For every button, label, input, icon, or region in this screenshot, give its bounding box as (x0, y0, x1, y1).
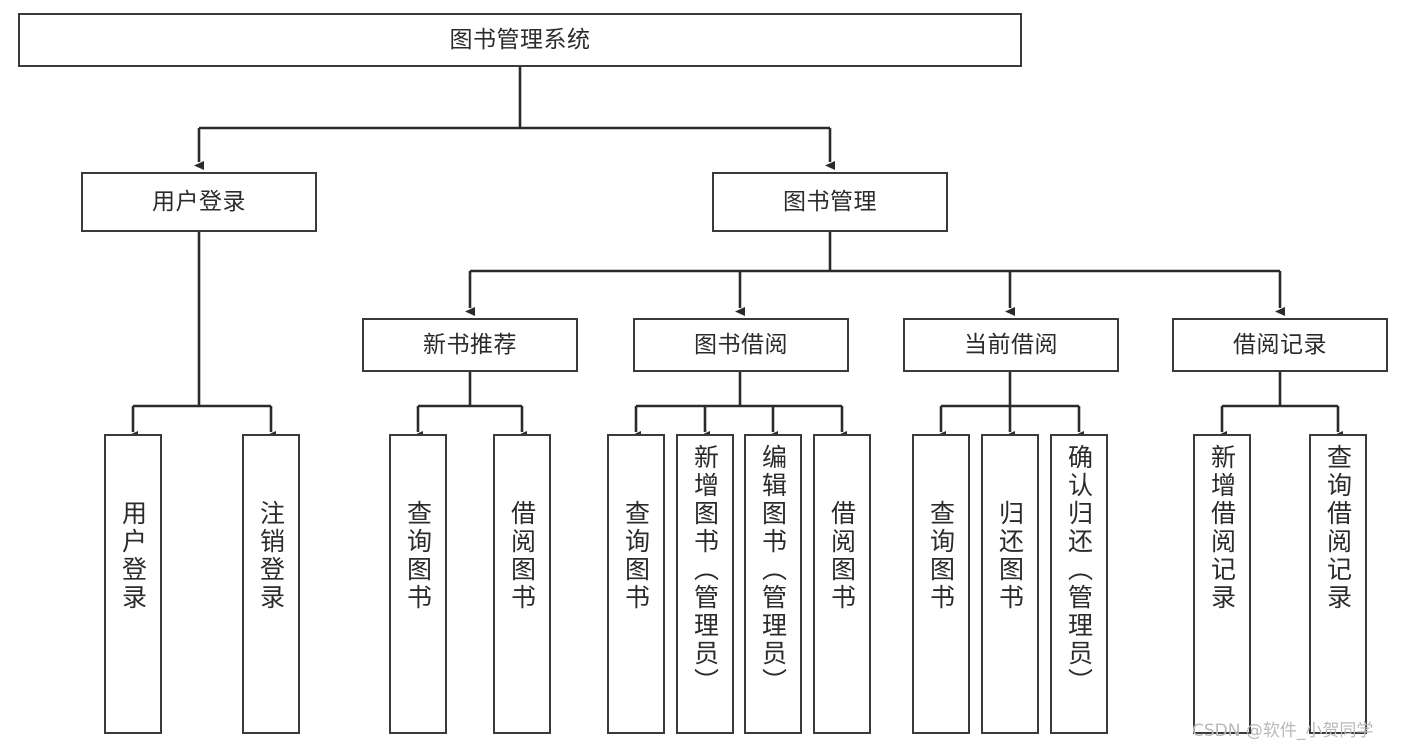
node-label: 新书推荐 (423, 331, 517, 358)
node-book-management[interactable]: 图书管理 (712, 172, 948, 232)
node-label: 借阅图书 (827, 500, 857, 612)
leaf-new-book-0[interactable]: 查询图书 (389, 434, 447, 734)
node-label: 当前借阅 (964, 331, 1058, 358)
node-user-login[interactable]: 用户登录 (81, 172, 317, 232)
node-label: 编辑图书（管理员） (758, 444, 788, 696)
leaf-current-borrow-2[interactable]: 确认归还（管理员） (1050, 434, 1108, 734)
node-label: 查询借阅记录 (1323, 444, 1353, 612)
node-label: 借阅记录 (1233, 331, 1327, 358)
node-label: 查询图书 (621, 500, 651, 612)
node-new-book-recommend[interactable]: 新书推荐 (362, 318, 578, 372)
node-label: 查询图书 (403, 500, 433, 612)
node-label: 注销登录 (256, 500, 286, 612)
node-label: 图书管理系统 (449, 26, 591, 53)
node-label: 新增借阅记录 (1207, 444, 1237, 612)
node-label: 图书借阅 (694, 331, 788, 358)
leaf-new-book-1[interactable]: 借阅图书 (493, 434, 551, 734)
node-label: 用户登录 (118, 500, 148, 612)
leaf-user-login-0[interactable]: 用户登录 (104, 434, 162, 734)
leaf-book-borrow-0[interactable]: 查询图书 (607, 434, 665, 734)
node-book-borrow[interactable]: 图书借阅 (633, 318, 849, 372)
node-label: 借阅图书 (507, 500, 537, 612)
leaf-book-borrow-2[interactable]: 编辑图书（管理员） (744, 434, 802, 734)
leaf-current-borrow-1[interactable]: 归还图书 (981, 434, 1039, 734)
node-root-book-management-system[interactable]: 图书管理系统 (18, 13, 1022, 67)
node-label: 归还图书 (995, 500, 1025, 612)
csdn-watermark: CSDN @软件_小贺同学 (1192, 721, 1374, 741)
leaf-borrow-record-1[interactable]: 查询借阅记录 (1309, 434, 1367, 734)
leaf-borrow-record-0[interactable]: 新增借阅记录 (1193, 434, 1251, 734)
node-label: 用户登录 (152, 188, 246, 215)
node-label: 图书管理 (783, 188, 877, 215)
node-current-borrow[interactable]: 当前借阅 (903, 318, 1119, 372)
node-borrow-record[interactable]: 借阅记录 (1172, 318, 1388, 372)
leaf-book-borrow-1[interactable]: 新增图书（管理员） (676, 434, 734, 734)
node-label: 新增图书（管理员） (690, 444, 720, 696)
node-label: 查询图书 (926, 500, 956, 612)
leaf-book-borrow-3[interactable]: 借阅图书 (813, 434, 871, 734)
leaf-current-borrow-0[interactable]: 查询图书 (912, 434, 970, 734)
leaf-user-login-1[interactable]: 注销登录 (242, 434, 300, 734)
node-label: 确认归还（管理员） (1064, 444, 1094, 696)
